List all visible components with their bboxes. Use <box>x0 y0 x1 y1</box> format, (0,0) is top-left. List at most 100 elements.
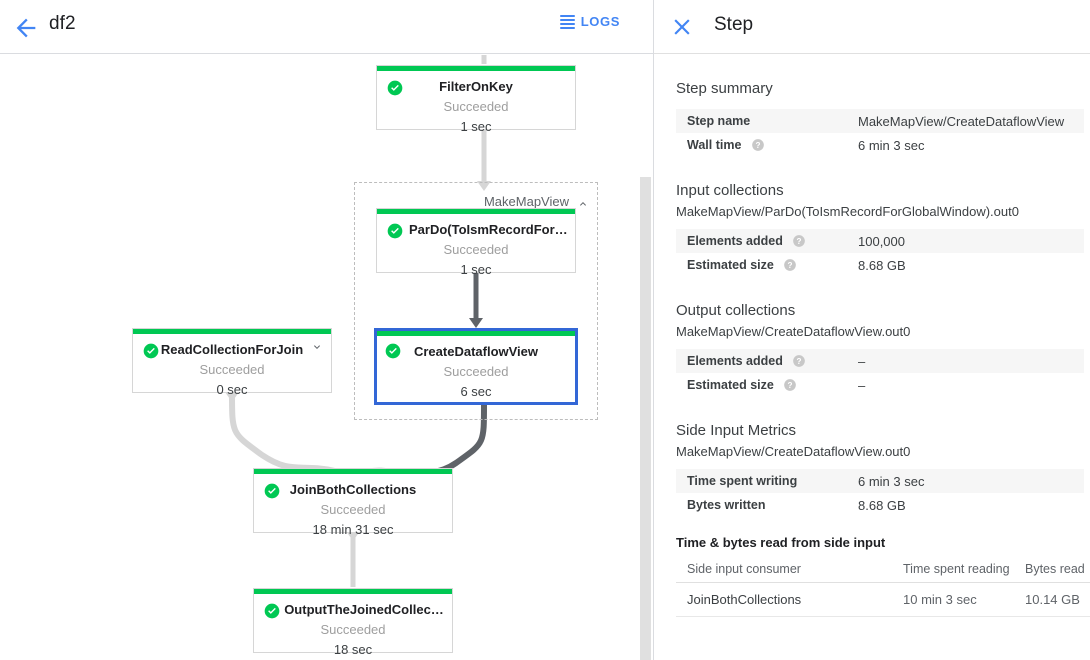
check-circle-icon <box>385 343 401 359</box>
close-x-icon[interactable] <box>669 14 695 40</box>
cell-bytes-read: 10.14 GB <box>1025 582 1090 617</box>
node-name: OutputTheJoinedCollec… <box>284 602 444 617</box>
table-row: Estimated size ? – <box>676 373 1084 397</box>
row-key: Step name <box>687 114 751 128</box>
row-key: Wall time ? <box>676 133 854 157</box>
row-value: 6 min 3 sec <box>858 137 925 153</box>
node-duration: 1 sec <box>460 119 492 134</box>
back-arrow-icon[interactable] <box>12 14 40 42</box>
table-header-row: Side input consumer Time spent reading B… <box>676 558 1090 583</box>
row-key: Time spent writing <box>687 474 798 488</box>
node-duration: 18 min 31 sec <box>312 522 394 537</box>
table-row: Time spent writing 6 min 3 sec <box>676 469 1084 493</box>
help-icon[interactable]: ? <box>792 354 806 368</box>
help-icon[interactable]: ? <box>783 378 797 392</box>
node-status-bar <box>377 331 575 336</box>
step-details-panel: Step Step summary Step name MakeMapView/… <box>654 0 1090 660</box>
row-value: 8.68 GB <box>858 497 906 513</box>
row-key-label: Elements added <box>687 354 783 368</box>
panel-body: Step summary Step name MakeMapView/Creat… <box>654 55 1090 660</box>
table-row: Step name MakeMapView/CreateDataflowView <box>676 109 1084 133</box>
side-input-consumers-table: Side input consumer Time spent reading B… <box>676 558 1090 617</box>
node-status: Succeeded <box>320 622 386 637</box>
step-summary-table: Step name MakeMapView/CreateDataflowView… <box>676 109 1084 157</box>
node-duration: 1 sec <box>460 262 492 277</box>
node-status-bar <box>254 589 452 594</box>
output-collection-name: MakeMapView/CreateDataflowView.out0 <box>676 324 911 339</box>
node-status: Succeeded <box>443 364 509 379</box>
left-header: df2 LOGS <box>0 0 653 54</box>
row-value: 100,000 <box>858 233 905 249</box>
logs-button-label: LOGS <box>580 14 620 29</box>
check-circle-icon <box>387 223 403 239</box>
composite-group-makemapview[interactable]: MakeMapView <box>354 182 598 420</box>
input-collections-table: Elements added ? 100,000 Estimated size <box>676 229 1084 277</box>
row-key: Elements added ? <box>676 229 854 253</box>
row-value: 6 min 3 sec <box>858 473 925 489</box>
side-input-metrics-table: Time spent writing 6 min 3 sec Bytes wri… <box>676 469 1084 517</box>
chevron-up-icon[interactable] <box>577 197 589 209</box>
section-heading-step-summary: Step summary <box>676 80 773 97</box>
row-value: – <box>858 353 866 369</box>
help-icon[interactable]: ? <box>751 138 765 152</box>
row-key: Estimated size ? <box>676 373 854 397</box>
table-row: Elements added ? – <box>676 349 1084 373</box>
row-key-label: Elements added <box>687 234 783 248</box>
help-icon[interactable]: ? <box>783 258 797 272</box>
cell-side-input-consumer: JoinBothCollections <box>676 582 903 617</box>
node-status-bar <box>377 209 575 214</box>
node-name: FilterOnKey <box>439 79 513 94</box>
canvas-vertical-scrollbar[interactable] <box>640 177 651 660</box>
column-header-bytes-read: Bytes read <box>1025 558 1090 583</box>
job-graph-canvas[interactable]: MakeMapView FilterOnKey Succeeded 1 sec <box>0 55 652 660</box>
node-status-bar <box>377 66 575 71</box>
node-name: ReadCollectionForJoin <box>160 342 304 357</box>
graph-node-create-dataflow-view[interactable]: CreateDataflowView Succeeded 6 sec <box>374 328 578 405</box>
logs-button[interactable]: LOGS <box>559 14 620 29</box>
node-status: Succeeded <box>443 99 509 114</box>
check-circle-icon <box>143 343 159 359</box>
panel-divider <box>653 0 654 660</box>
node-duration: 0 sec <box>216 382 248 397</box>
logs-hamburger-icon <box>559 14 575 29</box>
subsection-heading-time-bytes-read: Time & bytes read from side input <box>676 535 886 550</box>
node-name: ParDo(ToIsmRecordFor… <box>409 222 568 237</box>
graph-node-read-collection-for-join[interactable]: ReadCollectionForJoin Succeeded 0 sec <box>132 328 332 397</box>
output-collections-table: Elements added ? – Estimated size <box>676 349 1084 397</box>
node-status: Succeeded <box>199 362 265 377</box>
table-row: Estimated size ? 8.68 GB <box>676 253 1084 277</box>
row-value: MakeMapView/CreateDataflowView <box>858 113 1065 129</box>
side-input-collection-name: MakeMapView/CreateDataflowView.out0 <box>676 444 911 459</box>
node-status: Succeeded <box>443 242 509 257</box>
help-icon[interactable]: ? <box>792 234 806 248</box>
panel-title: Step <box>714 14 754 35</box>
node-name: JoinBothCollections <box>289 482 417 497</box>
row-key-label: Estimated size <box>687 378 774 392</box>
graph-node-join-both-collections[interactable]: JoinBothCollections Succeeded 18 min 31 … <box>253 468 453 537</box>
page-title: df2 <box>49 13 76 34</box>
table-row: Wall time ? 6 min 3 sec <box>676 133 1084 157</box>
section-heading-side-input-metrics: Side Input Metrics <box>676 422 797 439</box>
graph-edges <box>225 55 491 587</box>
row-key: Elements added ? <box>676 349 854 373</box>
row-key-label: Wall time <box>687 138 742 152</box>
graph-node-filter-on-key[interactable]: FilterOnKey Succeeded 1 sec <box>376 65 576 134</box>
composite-group-label: MakeMapView <box>483 194 569 209</box>
node-name: CreateDataflowView <box>413 344 539 359</box>
chevron-down-icon[interactable] <box>311 340 323 352</box>
svg-text:?: ? <box>788 261 793 270</box>
row-key: Bytes written <box>687 498 766 512</box>
check-circle-icon <box>264 483 280 499</box>
table-row: Elements added ? 100,000 <box>676 229 1084 253</box>
row-key: Estimated size ? <box>676 253 854 277</box>
svg-text:?: ? <box>797 357 802 366</box>
node-status-bar <box>133 329 331 334</box>
svg-text:?: ? <box>788 381 793 390</box>
graph-node-pardo-toismrecordfor[interactable]: ParDo(ToIsmRecordFor… Succeeded 1 sec <box>376 208 576 277</box>
panel-header: Step <box>654 0 1090 54</box>
graph-node-output-the-joined-collection[interactable]: OutputTheJoinedCollec… Succeeded 18 sec <box>253 588 453 657</box>
row-value: 8.68 GB <box>858 257 906 273</box>
svg-text:?: ? <box>797 237 802 246</box>
table-row: JoinBothCollections 10 min 3 sec 10.14 G… <box>676 582 1090 617</box>
node-duration: 6 sec <box>460 384 492 399</box>
